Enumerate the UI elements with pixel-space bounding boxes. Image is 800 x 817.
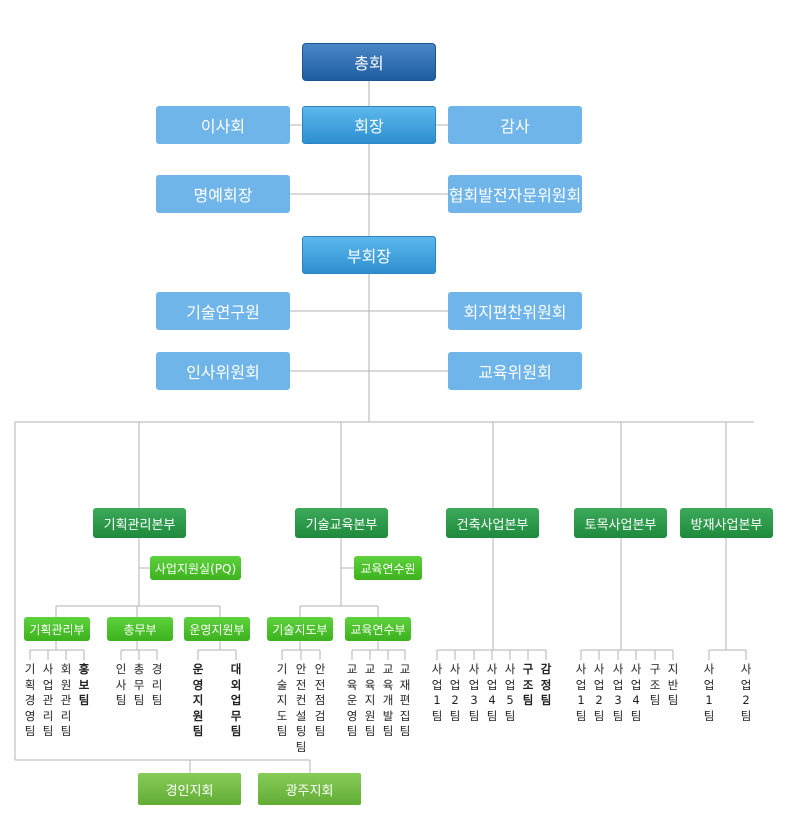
president-box[interactable]: 회장: [302, 106, 436, 144]
development-committee-box[interactable]: 협회발전자문위원회: [448, 175, 582, 213]
dept-ops-support-box[interactable]: 운영지원부: [184, 617, 250, 641]
general-assembly-box[interactable]: 총회: [302, 43, 436, 81]
hq-civil-box[interactable]: 토목사업본부: [574, 508, 667, 538]
tech-institute-box[interactable]: 기술연구원: [156, 292, 290, 330]
dept-edu-training-box[interactable]: 교육연수부: [345, 617, 411, 641]
hq-tech-edu-box[interactable]: 기술교육본부: [295, 508, 388, 538]
audit-box[interactable]: 감사: [448, 106, 582, 144]
hq-architecture-box[interactable]: 건축사업본부: [446, 508, 539, 538]
hr-committee-box[interactable]: 인사위원회: [156, 352, 290, 390]
office-pq-box[interactable]: 사업지원실(PQ): [150, 556, 241, 580]
vice-president-box[interactable]: 부회장: [302, 236, 436, 274]
board-box[interactable]: 이사회: [156, 106, 290, 144]
hq-disaster-box[interactable]: 방재사업본부: [680, 508, 773, 538]
journal-committee-box[interactable]: 회지편찬위원회: [448, 292, 582, 330]
dept-tech-guide-box[interactable]: 기술지도부: [267, 617, 333, 641]
hq-planning-box[interactable]: 기획관리본부: [93, 508, 186, 538]
branch-gyeongin-box[interactable]: 경인지회: [138, 773, 241, 805]
office-edu-center-box[interactable]: 교육연수원: [354, 556, 422, 580]
honorary-president-box[interactable]: 명예회장: [156, 175, 290, 213]
dept-planning-mgmt-box[interactable]: 기획관리부: [24, 617, 90, 641]
branch-gwangju-box[interactable]: 광주지회: [258, 773, 361, 805]
dept-general-affairs-box[interactable]: 총무부: [107, 617, 173, 641]
education-committee-box[interactable]: 교육위원회: [448, 352, 582, 390]
